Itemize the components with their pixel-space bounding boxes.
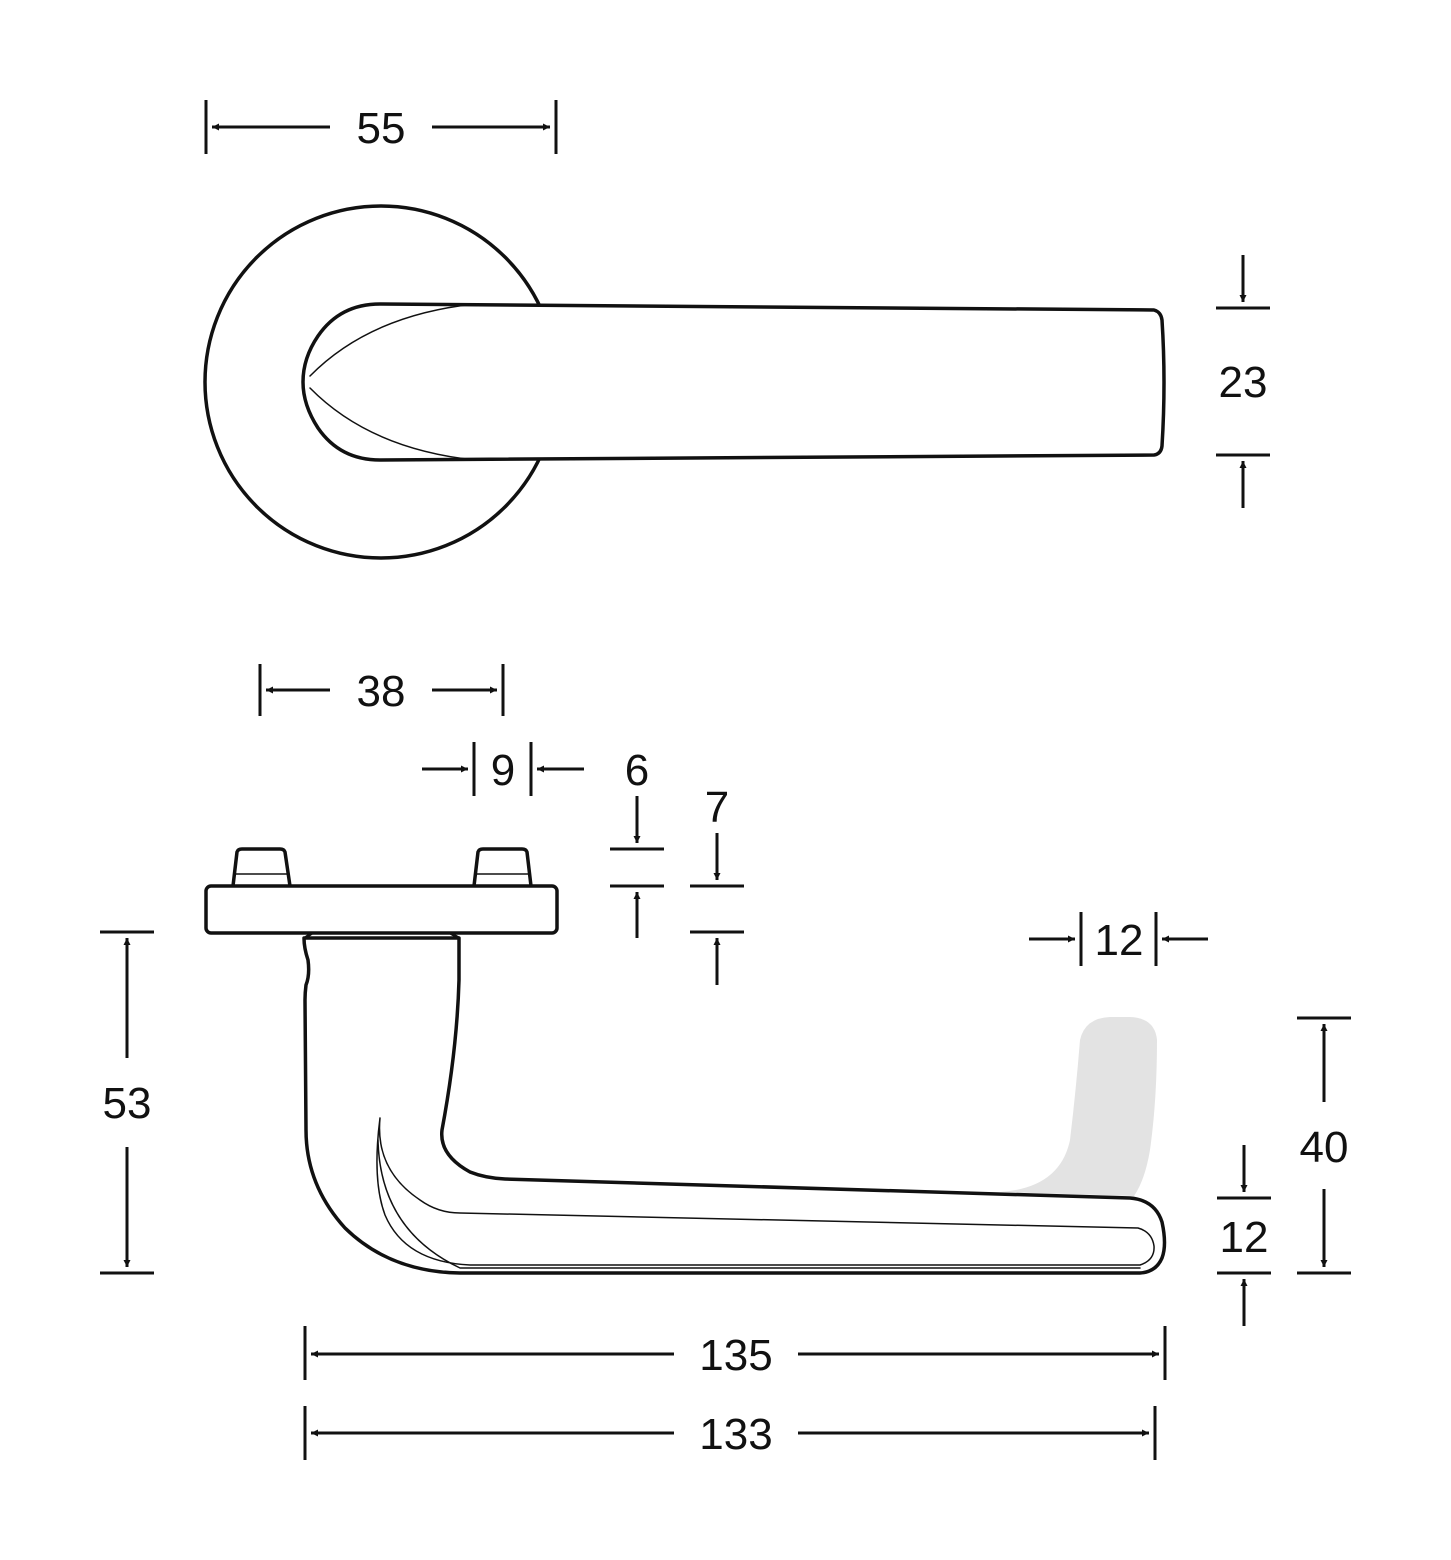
- dim-tip-thickness-label: 12: [1220, 1213, 1269, 1262]
- dim-neck-height-label: 53: [103, 1079, 152, 1128]
- dim-pin-width: [422, 742, 584, 796]
- lever-neck-curve-lower: [309, 387, 476, 461]
- dim-overall-length: [303, 1326, 1167, 1380]
- dim-lever-height: [1216, 255, 1270, 508]
- dim-pin-height: [610, 796, 664, 938]
- dim-tip-height-raised-label: 40: [1300, 1123, 1349, 1172]
- side-view: [204, 847, 1167, 1275]
- lever-collar: [303, 931, 461, 940]
- dim-plate-thickness: [690, 833, 744, 985]
- dim-lever-length-label: 133: [699, 1410, 772, 1459]
- dim-tip-width: [1029, 912, 1208, 966]
- dim-lever-height-label: 23: [1219, 358, 1268, 407]
- dim-neck-height: [100, 930, 154, 1275]
- top-view: [203, 204, 1166, 560]
- lever-tip-ghost: [1000, 1017, 1157, 1196]
- rose-plate-side: [204, 884, 559, 935]
- lever-inner-line-lower: [377, 1139, 1141, 1269]
- dim-lever-length: [303, 1406, 1157, 1460]
- dim-pin-height-label: 6: [625, 746, 649, 795]
- dim-rose-diameter: [204, 100, 558, 154]
- pin-right: [472, 847, 533, 888]
- dim-rose-diameter-label: 55: [357, 104, 406, 153]
- dim-rose-plate-width-label: 38: [357, 667, 406, 716]
- dim-overall-length-label: 135: [699, 1331, 772, 1380]
- lever-neck-curve-upper: [309, 303, 476, 377]
- lever-body-side: [302, 936, 1167, 1275]
- lever-body-top: [301, 302, 1166, 462]
- dim-tip-thickness: [1217, 1145, 1271, 1326]
- dim-plate-thickness-label: 7: [705, 783, 729, 832]
- dim-rose-plate-width: [258, 664, 505, 716]
- pin-left: [231, 847, 292, 888]
- dim-pin-width-label: 9: [491, 746, 515, 795]
- lever-inner-line-upper: [376, 1117, 1155, 1266]
- dim-tip-height-raised: [1297, 1016, 1351, 1275]
- dim-tip-width-label: 12: [1095, 916, 1144, 965]
